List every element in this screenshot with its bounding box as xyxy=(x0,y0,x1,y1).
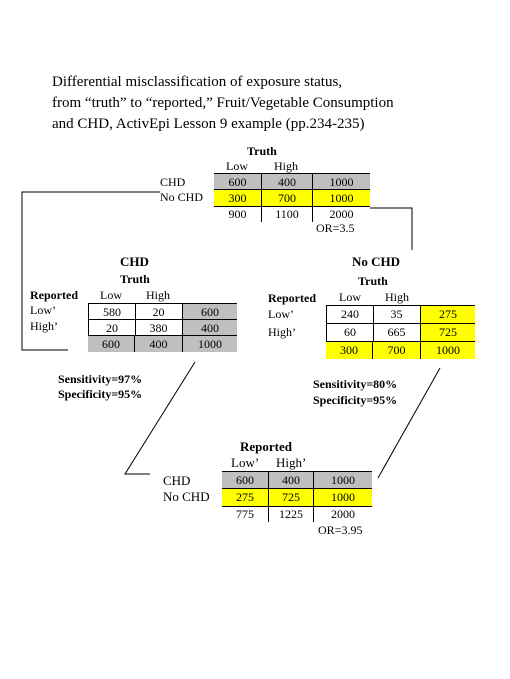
nochd-sensitivity: Sensitivity=80% xyxy=(313,377,398,391)
bottom-total-low: 775 xyxy=(222,506,269,522)
bottom-cell-chd-low: 600 xyxy=(222,471,269,489)
nochd-cell-low-total: 275 xyxy=(421,305,475,323)
chd-cell-low-low: 580 xyxy=(88,303,136,320)
top-header: Truth xyxy=(247,144,277,158)
title-line-2: from “truth” to “reported,” Fruit/Vegeta… xyxy=(52,95,394,111)
chd-specificity: Specificity=95% xyxy=(58,387,143,401)
connector-nochd-to-bottom xyxy=(377,367,441,479)
chd-truth-label: Truth xyxy=(120,272,150,286)
chd-cell-high-total: 400 xyxy=(183,319,237,336)
bottom-col-low: Low’ xyxy=(231,455,260,470)
chd-total-all: 1000 xyxy=(183,335,237,352)
bottom-odds-ratio: OR=3.95 xyxy=(318,523,363,537)
top-row-nochd: No CHD xyxy=(160,190,204,204)
nochd-col-low: Low xyxy=(339,290,361,304)
nochd-title: No CHD xyxy=(352,254,401,269)
top-cell-chd-low: 600 xyxy=(214,173,262,190)
diagram-title: Differential misclassification of exposu… xyxy=(52,72,394,135)
chd-col-low: Low xyxy=(100,288,122,302)
bottom-cell-nochd-total: 1000 xyxy=(314,488,372,507)
nochd-row-high: High’ xyxy=(268,325,296,339)
top-cell-nochd-total: 1000 xyxy=(313,189,370,207)
nochd-cell-low-low: 240 xyxy=(326,305,374,323)
bottom-header: Reported xyxy=(240,439,292,454)
nochd-total-all: 1000 xyxy=(421,341,475,359)
top-cell-nochd-high: 700 xyxy=(262,189,313,207)
bottom-total-all: 2000 xyxy=(331,507,355,521)
bottom-row-chd: CHD xyxy=(163,473,191,488)
chd-total-low: 600 xyxy=(88,335,135,352)
chd-cell-high-high: 380 xyxy=(135,319,183,336)
bottom-cell-nochd-high: 725 xyxy=(269,488,314,507)
chd-cell-high-low: 20 xyxy=(88,319,136,336)
chd-cell-low-total: 600 xyxy=(183,303,237,320)
top-odds-ratio: OR=3.5 xyxy=(316,221,355,235)
chd-sensitivity: Sensitivity=97% xyxy=(58,372,143,386)
nochd-reported-label: Reported xyxy=(268,291,316,305)
nochd-cell-high-low: 60 xyxy=(326,323,374,341)
nochd-col-high: High xyxy=(385,290,409,304)
chd-total-high: 400 xyxy=(135,335,183,352)
bottom-row-nochd: No CHD xyxy=(163,489,210,504)
bottom-cell-nochd-low: 275 xyxy=(222,488,269,507)
nochd-row-low: Low’ xyxy=(268,307,294,321)
top-total-all: 2000 xyxy=(329,207,354,221)
nochd-specificity: Specificity=95% xyxy=(313,393,398,407)
chd-row-low: Low’ xyxy=(30,303,56,317)
top-cell-chd-total: 1000 xyxy=(313,173,370,190)
nochd-cell-low-high: 35 xyxy=(373,305,421,323)
bottom-col-high: High’ xyxy=(276,455,307,470)
top-col-high: High xyxy=(274,159,298,173)
nochd-total-low: 300 xyxy=(326,341,373,359)
chd-cell-low-high: 20 xyxy=(135,303,183,320)
chd-col-high: High xyxy=(146,288,170,302)
connector-top-to-chd xyxy=(21,191,160,351)
nochd-truth-label: Truth xyxy=(358,274,388,288)
title-line-3: and CHD, ActivEpi Lesson 9 example (pp.2… xyxy=(52,116,365,132)
top-total-low: 900 xyxy=(214,206,262,222)
top-col-low: Low xyxy=(226,159,248,173)
nochd-total-high: 700 xyxy=(373,341,421,359)
chd-row-high: High’ xyxy=(30,319,58,333)
connector-top-to-nochd xyxy=(370,207,413,250)
top-row-chd: CHD xyxy=(160,175,186,189)
top-total-high: 1100 xyxy=(262,206,313,222)
chd-reported-label: Reported xyxy=(30,288,78,302)
top-cell-chd-high: 400 xyxy=(262,173,313,190)
title-line-1: Differential misclassification of exposu… xyxy=(52,74,343,90)
chd-title: CHD xyxy=(120,254,149,269)
nochd-cell-high-total: 725 xyxy=(421,323,475,341)
top-cell-nochd-low: 300 xyxy=(214,189,262,207)
bottom-total-high: 1225 xyxy=(269,506,314,522)
bottom-cell-chd-high: 400 xyxy=(269,471,314,489)
nochd-cell-high-high: 665 xyxy=(373,323,421,341)
connector-chd-to-bottom xyxy=(124,361,196,475)
bottom-cell-chd-total: 1000 xyxy=(314,471,372,489)
